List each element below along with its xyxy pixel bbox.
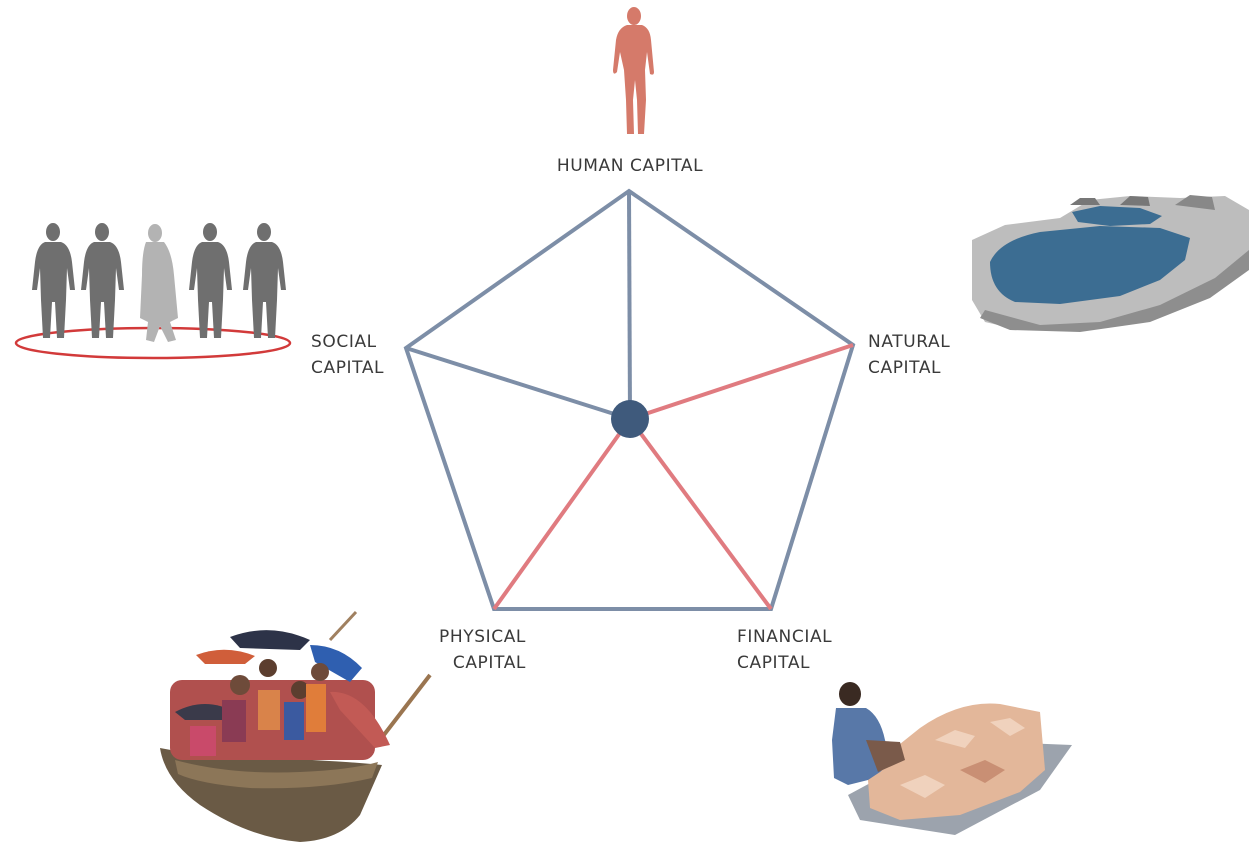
social-capital-label-line2: CAPITAL — [311, 358, 385, 378]
physical-capital-label-line2: CAPITAL — [452, 653, 526, 673]
person-silhouette-icon — [613, 7, 654, 134]
human-capital-label: HUMAN CAPITAL — [538, 153, 722, 179]
spoke-natural — [629, 343, 854, 421]
crowded-boat-icon — [160, 610, 432, 842]
natural-capital-label: NATURAL CAPITAL — [868, 329, 950, 381]
market-vendor-icon — [832, 682, 1072, 835]
financial-capital-label-line2: CAPITAL — [737, 653, 811, 673]
center-hub — [611, 400, 649, 438]
physical-capital-label-line1: PHYSICAL — [439, 627, 526, 647]
social-capital-label: SOCIAL CAPITAL — [311, 329, 384, 381]
spoke-physical — [492, 417, 632, 611]
social-capital-label-line1: SOCIAL — [311, 332, 377, 352]
spoke-financial — [628, 417, 773, 611]
spoke-social — [405, 346, 631, 421]
human-capital-label-line1: HUMAN CAPITAL — [556, 156, 704, 176]
group-of-people-icon — [14, 223, 292, 360]
natural-capital-label-line1: NATURAL — [868, 332, 951, 352]
financial-capital-label: FINANCIAL CAPITAL — [737, 624, 832, 676]
physical-capital-label: PHYSICAL CAPITAL — [402, 624, 526, 676]
pond-landscape-icon — [972, 195, 1249, 332]
natural-capital-label-line2: CAPITAL — [868, 358, 942, 378]
pentagon-outline — [403, 188, 856, 611]
spoke-human — [627, 190, 632, 420]
financial-capital-label-line1: FINANCIAL — [737, 627, 833, 647]
